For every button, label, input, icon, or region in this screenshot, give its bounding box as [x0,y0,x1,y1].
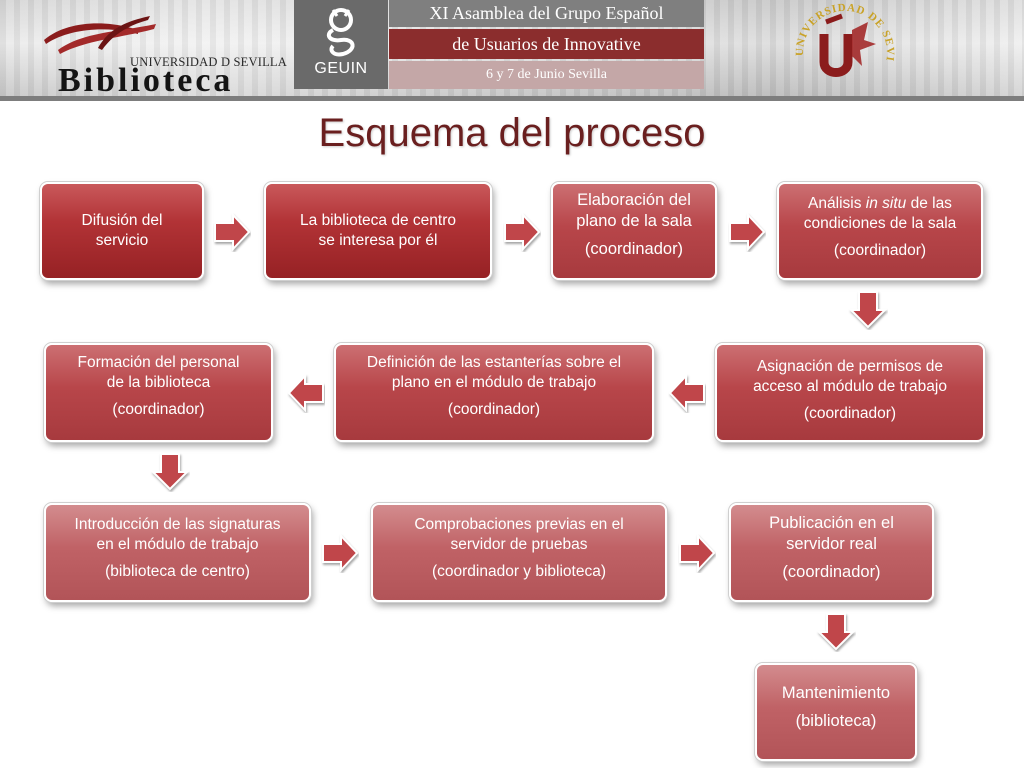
page-title: Esquema del proceso [318,111,706,155]
step-text-line1: Comprobaciones previas en el [414,516,624,533]
step-text-line1: Elaboración del [577,191,691,209]
step-text-line1: Definición de las estanterías sobre el [366,354,622,371]
step-text-line1: La biblioteca de centro [300,212,456,230]
arrow-down-icon [150,453,190,491]
step-text-line1: Introducción de las signaturas [74,516,281,533]
step-text-line2: plano de la sala [576,212,692,231]
university-seal-icon: UNIVERSIDAD DE SEVILLA [790,0,896,77]
step-text-line1: Análisis in situ de las [808,195,952,212]
library-logo: UNIVERSIDAD D SEVILLA Biblioteca [38,10,287,99]
geuin-label: GEUIN [314,60,368,77]
step-text-line2: condiciones de la sala [803,214,957,232]
step-text-line2: de la biblioteca [106,373,211,391]
step-text-line2: servicio [95,232,149,249]
step-text-line2: acceso al módulo de trabajo [753,377,947,395]
arrow-right-icon [504,212,541,252]
step-biblioteca-interesa: La biblioteca de centro se interesa por … [264,182,492,280]
seal-text: UNIVERSIDAD DE SEVILLA [790,0,895,63]
step-comprobaciones-previas: Comprobaciones previas en el servidor de… [371,503,667,602]
arrow-left-icon [287,373,324,413]
step-role: (coordinador) [833,241,927,259]
arrow-right-icon [679,533,716,573]
step-text-line2: en el módulo de trabajo [96,535,259,553]
step-formacion-personal: Formación del personal de la biblioteca … [44,343,273,442]
step-role: (coordinador) [803,404,897,422]
library-university-name: UNIVERSIDAD D SEVILLA [130,55,287,69]
arrow-down-icon [816,613,856,651]
step-text-emphasis: in situ [865,195,907,212]
step-difusion-servicio: Difusión del servicio [40,182,204,280]
geuin-logo-icon [326,8,355,57]
step-text-line2: plano en el módulo de trabajo [391,373,597,391]
step-role: (coordinador) [584,240,684,259]
library-book-logo-icon [44,16,156,54]
step-text-line1: Formación del personal [77,354,240,371]
library-title: Biblioteca [58,62,234,99]
svg-text:UNIVERSIDAD DE SEVILLA: UNIVERSIDAD DE SEVILLA [790,0,896,63]
step-text-line2: se interesa por él [318,232,438,249]
arrow-right-icon [322,533,359,573]
step-text-line1: Mantenimiento [781,684,891,702]
step-role: (coordinador) [112,400,205,418]
step-text-line1: Publicación en el [769,514,894,532]
step-text-line1: Asignación de permisos de [756,358,944,375]
step-analisis-in-situ: Análisis in situ de las condiciones de l… [777,182,983,280]
header-divider [0,96,1024,101]
arrow-down-icon [848,291,888,329]
step-text-line2: servidor real [786,535,877,554]
geuin-logo: GEUIN [294,0,388,89]
step-mantenimiento: Mantenimiento (biblioteca) [755,663,917,761]
step-text-line1: Difusión del [81,212,163,230]
step-introduccion-signaturas: Introducción de las signaturas en el mód… [44,503,311,602]
step-role: (coordinador) [447,400,541,418]
step-role: (coordinador y biblioteca) [431,562,607,580]
event-banner: XI Asamblea del Grupo Español de Usuario… [389,0,704,89]
arrow-right-icon [214,212,251,252]
event-title-line2: de Usuarios de Innovative [389,29,704,59]
step-asignacion-permisos: Asignación de permisos de acceso al módu… [715,343,985,442]
step-role: (coordinador) [782,563,881,582]
event-title-line1: XI Asamblea del Grupo Español [389,0,704,27]
step-role: (biblioteca) [795,712,877,731]
step-role: (biblioteca de centro) [105,562,250,580]
arrow-right-icon [729,212,766,252]
step-elaboracion-plano: Elaboración del plano de la sala (coordi… [551,182,717,280]
arrow-left-icon [668,373,705,413]
step-text-line2: servidor de pruebas [450,535,588,553]
event-date: 6 y 7 de Junio Sevilla [389,61,704,89]
step-definicion-estanterias: Definición de las estanterías sobre el p… [334,343,654,442]
step-publicacion-servidor: Publicación en el servidor real (coordin… [729,503,934,602]
